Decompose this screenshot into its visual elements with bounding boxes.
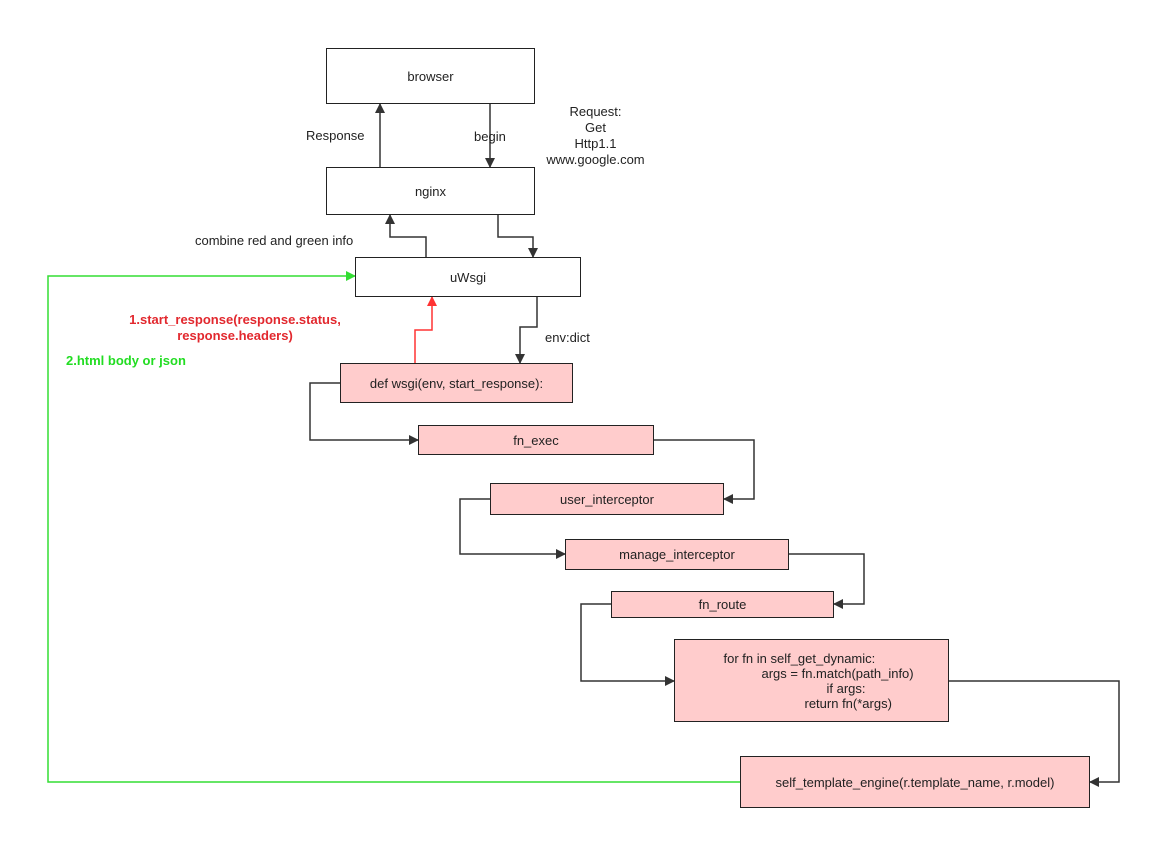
uwsgi-node: uWsgi xyxy=(355,257,581,297)
manage-interceptor-node: manage_interceptor xyxy=(565,539,789,570)
html-body-arrow xyxy=(47,271,740,783)
request-line-4: www.google.com xyxy=(546,152,645,167)
dynamic-to-template-arrow xyxy=(949,680,1120,787)
start-response-label: 1.start_response(response.status, respon… xyxy=(100,312,370,344)
dynamic-line-4: return fn(*args) xyxy=(804,695,892,711)
fn-exec-label: fn_exec xyxy=(513,432,559,448)
dynamic-code: for fn in self_get_dynamic: args = fn.ma… xyxy=(692,651,932,711)
request-line-2: Get xyxy=(585,120,606,135)
request-label: Request: Get Http1.1 www.google.com xyxy=(538,104,653,168)
nginx-node: nginx xyxy=(326,167,535,215)
wsgi-label: def wsgi(env, start_response): xyxy=(369,375,544,391)
user-to-manage-interceptor-arrow xyxy=(459,498,566,559)
dynamic-line-1: for fn in self_get_dynamic: xyxy=(723,650,876,666)
uwsgi-label: uWsgi xyxy=(449,269,487,285)
template-engine-label: self_template_engine(r.template_name, r.… xyxy=(775,774,1055,790)
response-label: Response xyxy=(306,128,365,143)
combine-label: combine red and green info xyxy=(195,233,354,248)
template-engine-node: self_template_engine(r.template_name, r.… xyxy=(740,756,1090,808)
fn-exec-to-user-interceptor-arrow xyxy=(654,439,755,504)
dynamic-line-3: if args: xyxy=(826,680,866,696)
request-line-1: Request: xyxy=(569,104,622,119)
fn-route-to-dynamic-arrow xyxy=(580,603,675,686)
start-response-line-2: response.headers) xyxy=(177,328,293,343)
user-interceptor-label: user_interceptor xyxy=(560,491,654,507)
browser-label: browser xyxy=(407,68,454,84)
nginx-label: nginx xyxy=(414,183,447,199)
wsgi-node: def wsgi(env, start_response): xyxy=(340,363,573,403)
start-response-line-1: 1.start_response(response.status, xyxy=(129,312,341,327)
fn-route-label: fn_route xyxy=(698,597,747,612)
fn-route-node: fn_route xyxy=(611,591,834,618)
request-line-3: Http1.1 xyxy=(574,136,617,151)
dynamic-node: for fn in self_get_dynamic: args = fn.ma… xyxy=(674,639,949,722)
user-interceptor-node: user_interceptor xyxy=(490,483,724,515)
dynamic-line-2: args = fn.match(path_info) xyxy=(761,665,914,681)
env-dict-arrow xyxy=(515,297,538,364)
fn-exec-node: fn_exec xyxy=(418,425,654,455)
nginx-to-uwsgi-arrow xyxy=(497,215,538,258)
env-dict-label: env:dict xyxy=(545,330,590,345)
start-response-arrow xyxy=(414,296,437,363)
begin-label: begin xyxy=(474,129,506,144)
uwsgi-to-nginx-arrow xyxy=(385,214,427,257)
wsgi-to-fn-exec-arrow xyxy=(309,382,419,445)
browser-node: browser xyxy=(326,48,535,104)
manage-interceptor-label: manage_interceptor xyxy=(619,547,735,562)
html-body-label: 2.html body or json xyxy=(66,353,186,368)
manage-interceptor-to-fn-route-arrow xyxy=(789,553,865,609)
